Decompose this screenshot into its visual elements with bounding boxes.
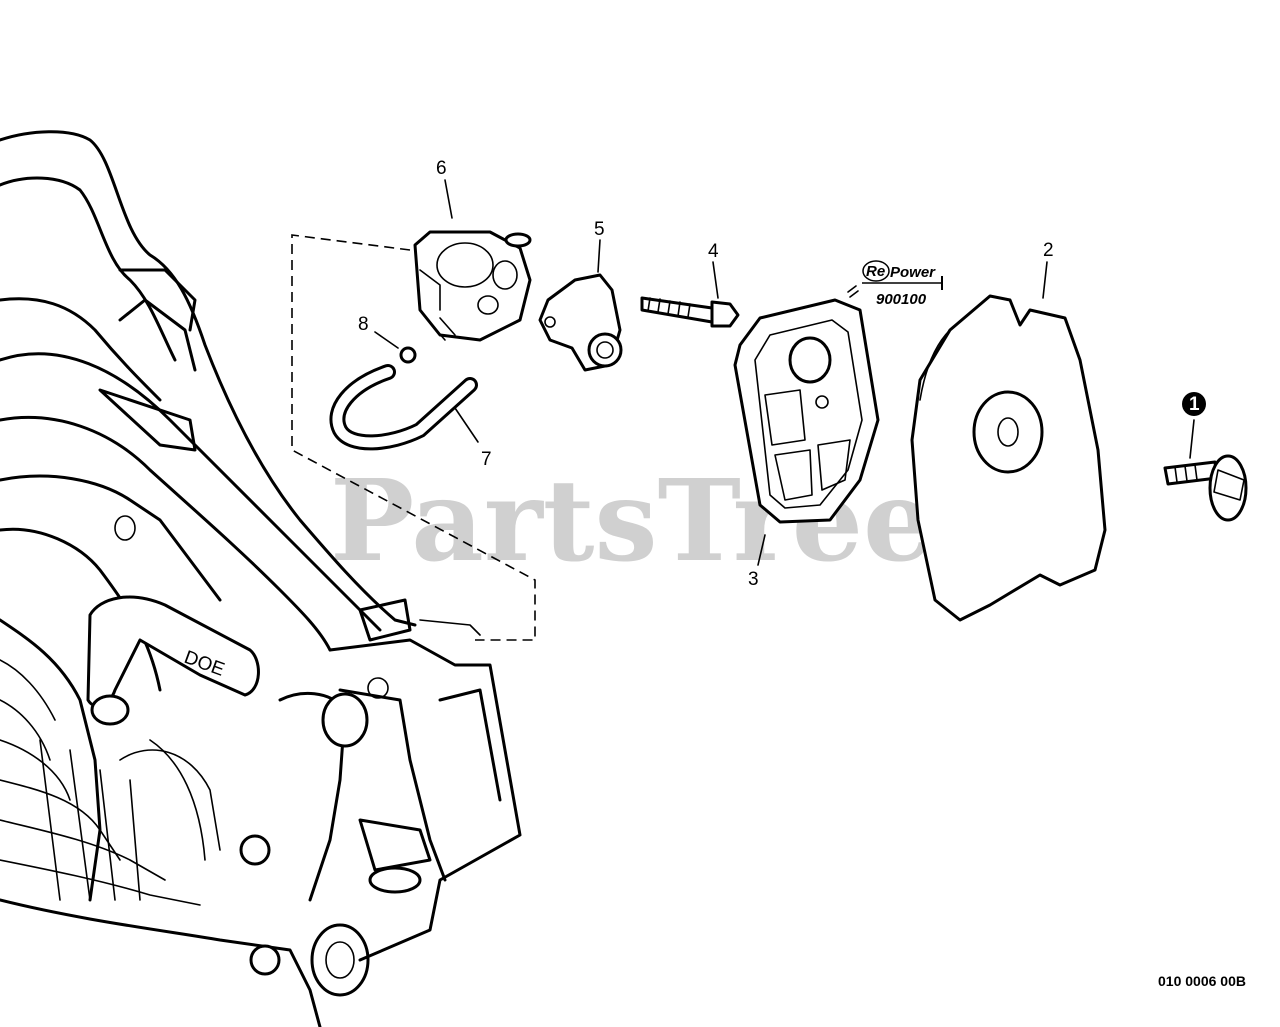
part-5-intake-adapter [538, 239, 623, 372]
reference-code: 010 0006 00B [1158, 973, 1246, 989]
part-1-knob [1163, 392, 1248, 522]
part-6-carburetor [413, 179, 532, 342]
callout-2: 2 [1043, 240, 1054, 261]
chainsaw-body: DOE [0, 130, 522, 1027]
part-4-screw [640, 261, 740, 328]
assembly-bracket [291, 234, 536, 641]
callout-5: 5 [594, 219, 605, 240]
part-7-fuel-hose [329, 364, 479, 451]
part-3-air-filter [733, 298, 880, 566]
repower-badge: Re Power 900100 [847, 260, 943, 308]
part-2-filter-cover [910, 261, 1107, 622]
callout-6: 6 [436, 158, 447, 179]
callout-1: 1 [1189, 394, 1200, 415]
repower-prefix: Re [866, 263, 885, 280]
repower-brand: Power [890, 264, 936, 281]
repower-code: 900100 [876, 291, 927, 308]
callout-4: 4 [708, 241, 719, 262]
callout-7: 7 [481, 449, 492, 470]
callout-3: 3 [748, 569, 759, 590]
callout-labels: 6 5 4 2 8 7 3 1 [358, 158, 1200, 590]
part-8-o-ring [374, 331, 417, 364]
callout-8: 8 [358, 314, 369, 335]
